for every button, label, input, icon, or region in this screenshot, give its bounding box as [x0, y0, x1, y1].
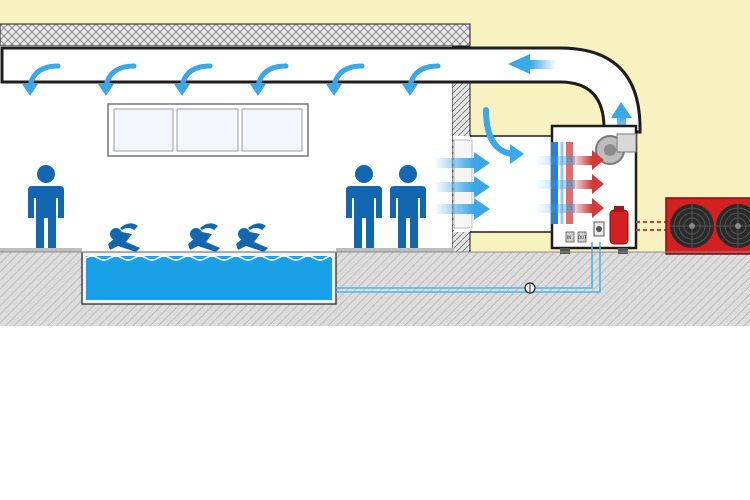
swimmer-icon [236, 223, 268, 252]
dehumidifier-unit: IN OUT [535, 124, 638, 254]
condenser-fan-icon [670, 204, 714, 248]
air-flow-arrow-icon [483, 107, 524, 164]
in-label: IN [567, 235, 571, 240]
air-flow-arrow-icon [434, 152, 490, 174]
air-flow-arrow-icon [535, 198, 604, 218]
air-flow-arrow-icon [98, 63, 137, 96]
air-flow-arrow-icon [535, 174, 604, 194]
roof-slab [0, 23, 471, 47]
pool-deck-right [336, 248, 454, 252]
fan-icon [595, 133, 637, 165]
swimming-pool [81, 251, 337, 305]
air-flow-arrow-icon [326, 63, 365, 96]
air-flow-arrow-icon [535, 150, 604, 170]
person-icon [346, 165, 382, 248]
pipe-pump-icon [524, 282, 536, 294]
swimmer-icon [108, 223, 140, 252]
person-icon [390, 165, 426, 248]
outdoor-condenser-unit [665, 197, 750, 255]
refrigerant-lines [636, 221, 668, 231]
air-flow-arrow-icon [508, 54, 556, 74]
condenser-fan-icon [716, 204, 750, 248]
hall-window [107, 103, 309, 157]
out-label: OUT [578, 235, 587, 240]
swimmer-icon [188, 223, 220, 252]
pool-deck-left [0, 248, 82, 252]
air-flow-arrow-icon [402, 63, 441, 96]
air-flow-arrow-icon [22, 63, 61, 96]
air-flow-arrow-icon [434, 176, 490, 198]
compressor-icon [609, 206, 629, 245]
air-flow-arrow-icon [250, 63, 289, 96]
valve-assembly [565, 231, 587, 243]
pump-icon [593, 221, 605, 237]
air-flow-arrow-icon [174, 63, 213, 96]
water-pipes [336, 242, 601, 294]
supply-air-duct [0, 46, 642, 134]
air-flow-arrow-icon [434, 198, 490, 220]
hall-return-arrows [434, 152, 490, 220]
person-icon [28, 165, 64, 248]
